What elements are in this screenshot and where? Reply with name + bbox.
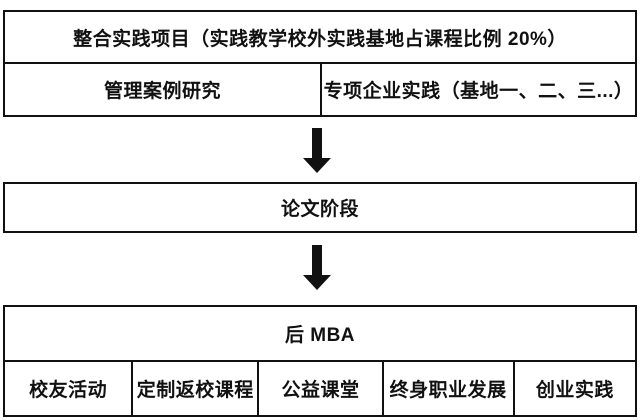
down-arrow-icon xyxy=(303,128,331,173)
post-mba-cell-alumni-activities: 校友活动 xyxy=(5,362,131,415)
down-arrow-shaft xyxy=(312,128,322,158)
post-mba-cell-alumni-activities-label: 校友活动 xyxy=(29,380,108,401)
post-mba-cell-lifelong-career-label: 终身职业发展 xyxy=(389,380,507,401)
thesis-stage-box: 论文阶段 xyxy=(3,182,637,233)
down-arrow-icon xyxy=(303,245,331,290)
post-mba-cell-entrepreneurship-practice-label: 创业实践 xyxy=(535,380,614,401)
practice-project-cells-row: 管理案例研究 专项企业实践（基地一、二、三...） xyxy=(5,62,635,115)
practice-cell-enterprise-practice-label: 专项企业实践（基地一、二、三...） xyxy=(323,81,634,102)
practice-project-header-row: 整合实践项目（实践教学校外实践基地占课程比例 20%） xyxy=(5,12,635,62)
down-arrow-shaft xyxy=(312,245,322,275)
practice-project-table: 整合实践项目（实践教学校外实践基地占课程比例 20%） 管理案例研究 专项企业实… xyxy=(3,10,637,117)
post-mba-cell-entrepreneurship-practice: 创业实践 xyxy=(512,362,635,415)
post-mba-cell-public-welfare-class-label: 公益课堂 xyxy=(281,380,360,401)
post-mba-cell-lifelong-career: 终身职业发展 xyxy=(381,362,513,415)
down-arrow-head xyxy=(303,158,331,173)
post-mba-cell-return-courses: 定制返校课程 xyxy=(131,362,257,415)
post-mba-cells-row: 校友活动 定制返校课程 公益课堂 终身职业发展 创业实践 xyxy=(5,360,635,415)
post-mba-header-row: 后 MBA xyxy=(5,307,635,360)
post-mba-table: 后 MBA 校友活动 定制返校课程 公益课堂 终身职业发展 创业实践 xyxy=(3,305,637,417)
post-mba-title: 后 MBA xyxy=(284,325,356,346)
practice-cell-case-research: 管理案例研究 xyxy=(5,64,320,115)
post-mba-cell-return-courses-label: 定制返校课程 xyxy=(136,380,254,401)
practice-cell-enterprise-practice: 专项企业实践（基地一、二、三...） xyxy=(320,64,635,115)
down-arrow-head xyxy=(303,275,331,290)
practice-project-title: 整合实践项目（实践教学校外实践基地占课程比例 20%） xyxy=(73,28,567,50)
practice-cell-case-research-label: 管理案例研究 xyxy=(103,81,221,102)
thesis-stage-label: 论文阶段 xyxy=(280,199,359,220)
post-mba-cell-public-welfare-class: 公益课堂 xyxy=(257,362,381,415)
